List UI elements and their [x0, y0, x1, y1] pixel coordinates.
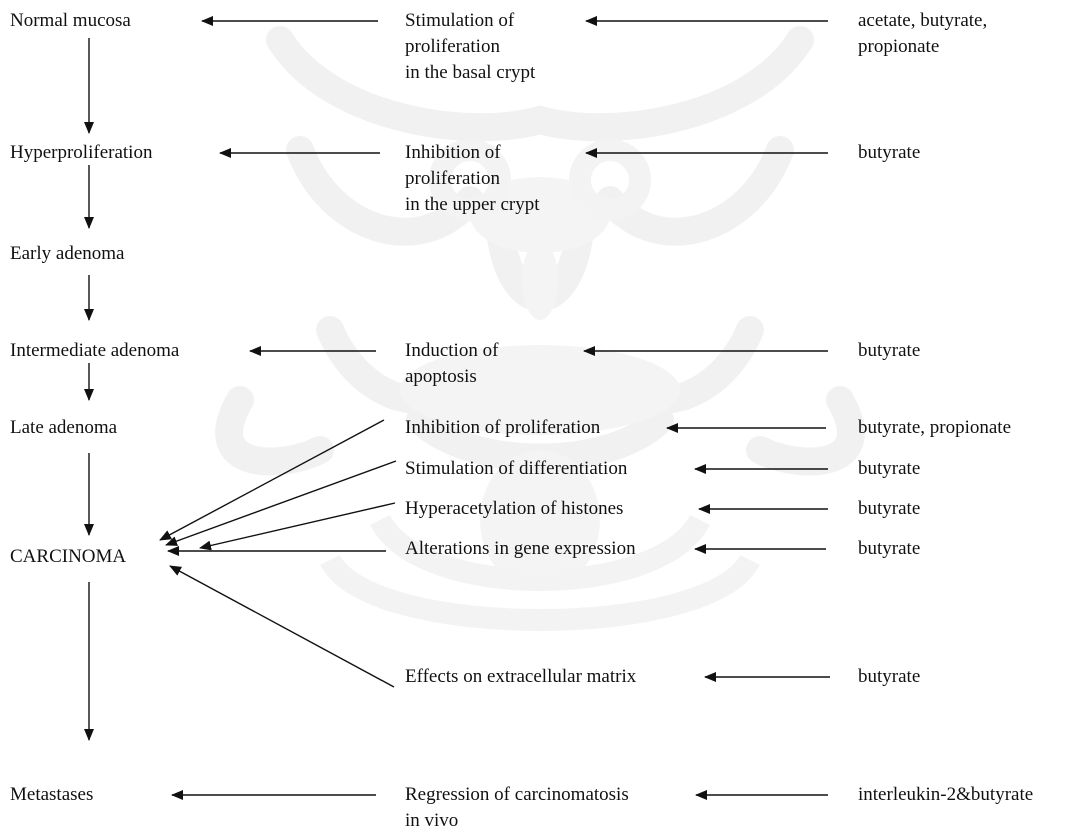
- effect-upper-crypt-inhibition: Inhibition of proliferation in the upper…: [405, 140, 540, 218]
- effect-stimulation-of-differentiation: Stimulation of differentiation: [405, 458, 628, 479]
- effect-line: in vivo: [405, 810, 459, 831]
- effect-line: in the basal crypt: [405, 62, 536, 83]
- agent-butyrate: butyrate: [858, 340, 921, 361]
- agent-acetate-butyrate-propionate: acetate, butyrate, propionate: [858, 8, 987, 60]
- agent-butyrate-propionate: butyrate, propionate: [858, 417, 1012, 438]
- effect-gene-expression: Alterations in gene expression: [405, 538, 636, 559]
- agent-butyrate: butyrate: [858, 142, 921, 163]
- agent-line: propionate: [858, 36, 940, 57]
- effect-to-stage-arrow: [165, 460, 397, 546]
- effect-extracellular-matrix: Effects on extracellular matrix: [405, 666, 637, 687]
- agent-butyrate: butyrate: [858, 458, 921, 479]
- effect-line: proliferation: [405, 168, 500, 189]
- effect-line: apoptosis: [405, 366, 477, 387]
- stage-intermediate-adenoma: Intermediate adenoma: [10, 340, 180, 361]
- effect-basal-crypt-proliferation: Stimulation of proliferation in the basa…: [405, 8, 535, 86]
- agent-butyrate: butyrate: [858, 538, 921, 559]
- effect-regression-of-carcinomatosis: Regression of carcinomatosis in vivo: [405, 782, 629, 834]
- stage-late-adenoma: Late adenoma: [10, 417, 118, 438]
- effect-line: Inhibition of: [405, 142, 501, 163]
- effect-to-stage-arrow: [159, 419, 385, 541]
- stage-normal-mucosa: Normal mucosa: [10, 10, 131, 31]
- effect-line: Stimulation of: [405, 10, 515, 31]
- effect-line: proliferation: [405, 36, 500, 57]
- agent-line: acetate, butyrate,: [858, 10, 988, 31]
- agent-interleukin-2-butyrate: interleukin-2&butyrate: [858, 784, 1034, 805]
- stage-carcinoma: CARCINOMA: [10, 546, 127, 567]
- effect-line: Regression of carcinomatosis: [405, 784, 629, 805]
- effect-inhibition-of-proliferation: Inhibition of proliferation: [405, 417, 601, 438]
- effect-line: Induction of: [405, 340, 499, 361]
- agent-butyrate: butyrate: [858, 498, 921, 519]
- effect-to-stage-arrow: [169, 565, 395, 688]
- effect-line: in the upper crypt: [405, 194, 540, 215]
- stage-metastases: Metastases: [10, 784, 94, 805]
- stage-hyperproliferation: Hyperproliferation: [10, 142, 153, 163]
- stage-early-adenoma: Early adenoma: [10, 243, 125, 264]
- agent-butyrate: butyrate: [858, 666, 921, 687]
- effect-hyperacetylation-of-histones: Hyperacetylation of histones: [405, 498, 624, 519]
- effect-to-stage-arrow: [199, 502, 396, 551]
- effect-apoptosis: Induction of apoptosis: [405, 338, 498, 390]
